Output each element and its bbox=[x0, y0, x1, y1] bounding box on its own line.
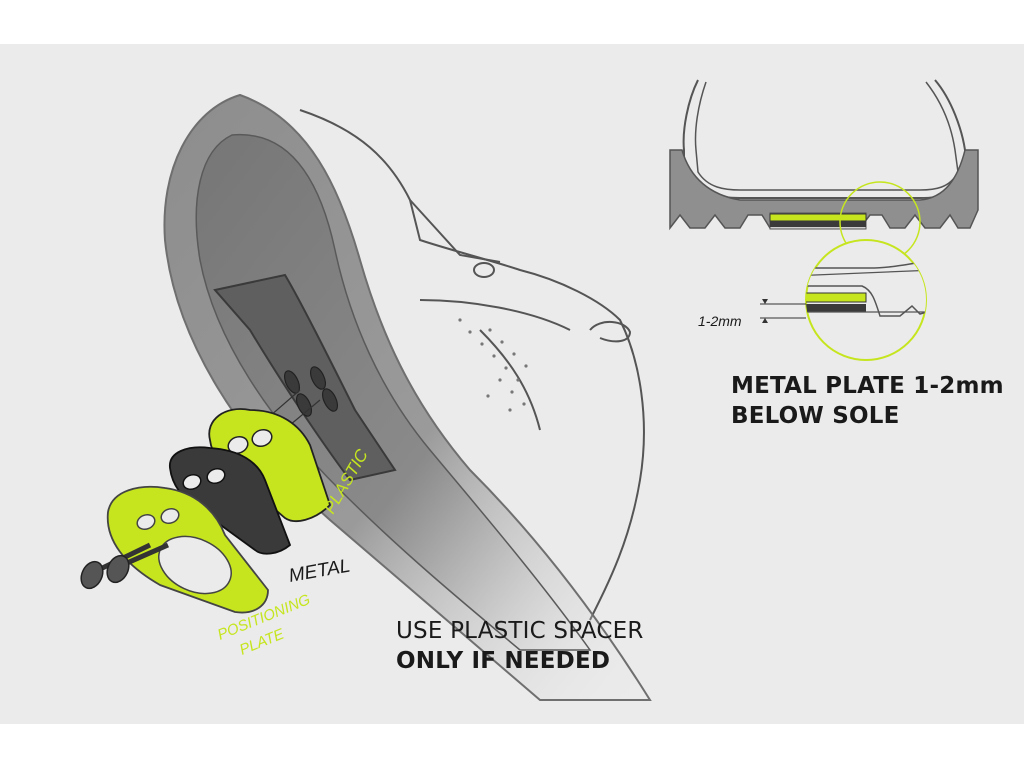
caption-plastic-spacer-line2: ONLY IF NEEDED bbox=[396, 648, 611, 674]
caption-metal-plate: METAL PLATE 1-2mm BELOW SOLE bbox=[731, 371, 1004, 431]
positioning-plate-hole bbox=[136, 513, 156, 531]
label-metal: METAL bbox=[287, 555, 352, 586]
positioning-plate-hole bbox=[160, 507, 180, 525]
shoe-perforations bbox=[458, 318, 528, 412]
cross-section-metal-plate bbox=[770, 221, 866, 227]
plastic-spacer-hole bbox=[251, 428, 273, 448]
caption-metal-plate-line2: BELOW SOLE bbox=[731, 403, 900, 429]
plastic-spacer-hole bbox=[227, 435, 249, 455]
gap-label: 1-2mm bbox=[698, 313, 742, 329]
cross-section-sole bbox=[669, 149, 979, 231]
shoe-sole-inner bbox=[195, 134, 592, 651]
caption-metal-plate-line1: METAL PLATE 1-2mm bbox=[731, 373, 1004, 399]
cleat-recess bbox=[213, 273, 397, 482]
sole-cross-section bbox=[669, 79, 979, 263]
metal-plate-hole bbox=[182, 473, 202, 491]
bolt bbox=[106, 542, 170, 584]
gap-arrow-bottom bbox=[762, 318, 768, 323]
cleat-slots bbox=[283, 366, 339, 417]
cross-section-plastic-spacer bbox=[769, 213, 867, 222]
caption-plastic-spacer-line1: USE PLASTIC SPACER bbox=[396, 618, 644, 644]
gap-arrow-top bbox=[762, 299, 768, 304]
zoom-detail: 1-2mm bbox=[698, 239, 927, 361]
cross-section-shoe-wall bbox=[682, 79, 972, 199]
metal-plate-hole bbox=[206, 467, 226, 485]
caption-plastic-spacer: USE PLASTIC SPACER ONLY IF NEEDED bbox=[396, 616, 644, 676]
shoe-upper bbox=[299, 109, 645, 621]
bolts bbox=[80, 542, 170, 590]
